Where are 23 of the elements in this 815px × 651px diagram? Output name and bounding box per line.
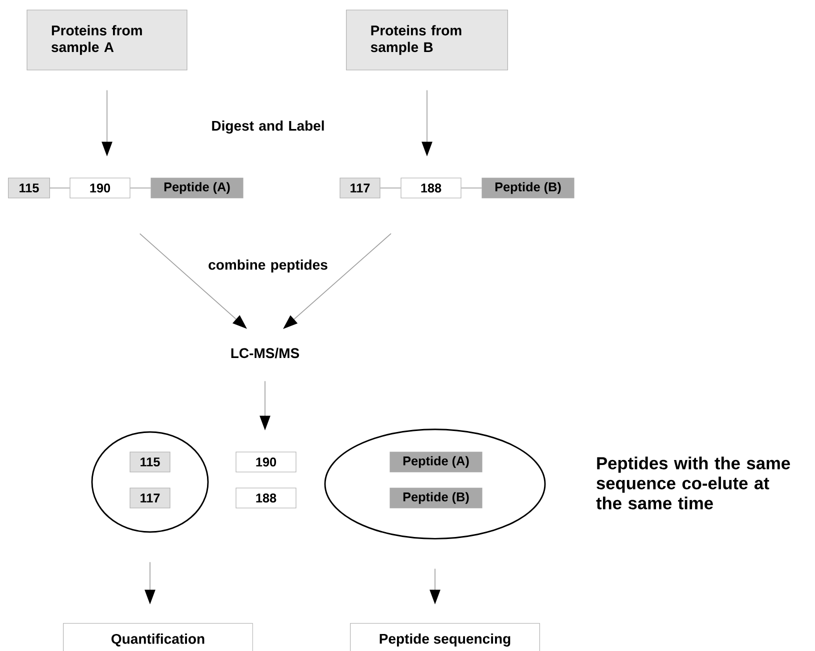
tag-box: Peptide (A)	[390, 452, 482, 472]
step-text: LC-MS/MS	[231, 348, 300, 358]
tag-box: Peptide (B)	[482, 178, 574, 198]
result-box: Quantification	[63, 623, 253, 651]
sample-box: Proteins from sample A	[26, 10, 188, 70]
tag-box: 188	[236, 488, 296, 508]
tag-box: 190	[70, 178, 130, 198]
tag-box: 115	[8, 178, 50, 198]
step-label: combine peptides	[208, 259, 328, 273]
group-ellipse	[324, 428, 546, 540]
note-text: Peptides with the same sequence co-elute at the same time	[596, 456, 790, 510]
group-ellipse	[91, 431, 209, 533]
sample-box: Proteins from sample B	[346, 10, 508, 70]
tag-box: Peptide (A)	[150, 178, 244, 198]
step-label: Digest and Label	[212, 120, 324, 134]
tag-box: 190	[236, 452, 296, 472]
result-box: Peptide sequencing	[350, 623, 540, 651]
arrow	[283, 233, 392, 329]
tag-box: 117	[130, 488, 170, 508]
tag-box: Peptide (B)	[390, 488, 482, 508]
tag-box: 188	[400, 178, 462, 198]
tag-box: 115	[130, 452, 170, 472]
tag-box: 117	[340, 178, 380, 198]
